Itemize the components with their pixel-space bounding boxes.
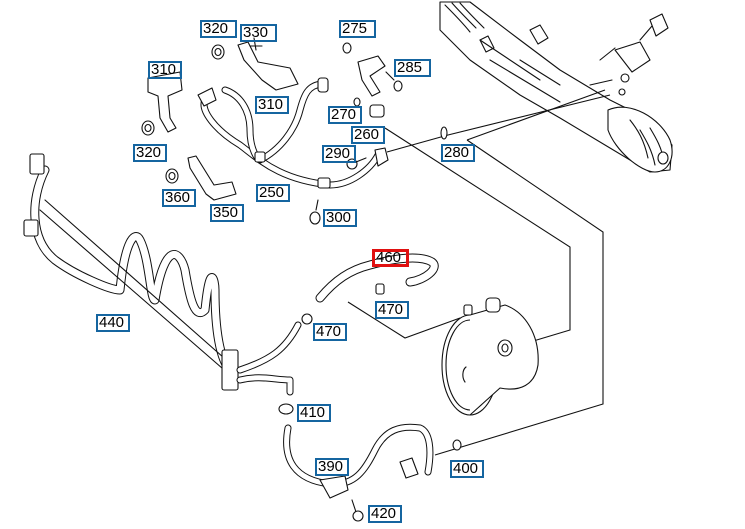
callout-470-lower[interactable]: 470	[313, 323, 347, 341]
callout-290[interactable]: 290	[322, 145, 356, 163]
callout-390[interactable]: 390	[315, 458, 349, 476]
pressure-hose-390	[283, 423, 434, 499]
power-steering-pump	[441, 297, 539, 416]
clamp-470-upper	[375, 283, 385, 295]
bracket-310	[147, 71, 183, 133]
callout-440[interactable]: 440	[96, 314, 130, 332]
callout-320-left[interactable]: 320	[133, 144, 167, 162]
callout-460-selected[interactable]: 460	[372, 249, 409, 267]
sealing-ring-280	[440, 126, 448, 140]
sealing-ring-400	[452, 439, 462, 451]
callout-285[interactable]: 285	[394, 59, 431, 77]
bolt-285	[385, 71, 403, 92]
callout-270[interactable]: 270	[328, 106, 362, 124]
callout-330[interactable]: 330	[240, 24, 277, 42]
bracket-350	[187, 155, 237, 201]
nut-320-left	[141, 120, 155, 136]
steering-gear-rack	[439, 1, 673, 173]
callout-275[interactable]: 275	[339, 20, 376, 38]
clamp-470-lower	[301, 313, 313, 325]
callout-420[interactable]: 420	[368, 505, 402, 523]
callout-310-mid[interactable]: 310	[255, 96, 289, 114]
fitting-260	[369, 104, 385, 118]
bolt-300	[309, 199, 321, 225]
callout-350[interactable]: 350	[210, 204, 244, 222]
clamp-410	[278, 403, 294, 415]
callout-410[interactable]: 410	[297, 404, 331, 422]
callout-320-top[interactable]: 320	[200, 20, 237, 38]
callout-250[interactable]: 250	[256, 184, 290, 202]
bolt-420	[351, 499, 364, 522]
callout-360[interactable]: 360	[162, 189, 196, 207]
leader-line-polygon-outer	[434, 89, 606, 456]
leader-line-polygon-inner	[384, 127, 571, 346]
callout-260[interactable]: 260	[351, 126, 385, 144]
nut-360	[165, 168, 179, 184]
callout-280[interactable]: 280	[441, 144, 475, 162]
oil-line-fitting	[357, 55, 386, 97]
callout-300[interactable]: 300	[323, 209, 357, 227]
callout-400[interactable]: 400	[450, 460, 484, 478]
sealing-ring-275	[342, 42, 352, 54]
return-hose-440	[23, 153, 302, 396]
pressure-hose	[197, 77, 389, 189]
nut-320-top	[211, 44, 225, 60]
leader-line-470	[347, 301, 461, 339]
sealing-ring-270	[353, 97, 361, 107]
callout-310-left[interactable]: 310	[148, 61, 182, 79]
suction-hose-460	[315, 253, 439, 303]
bracket-330	[237, 41, 299, 91]
callout-470-upper[interactable]: 470	[375, 301, 409, 319]
